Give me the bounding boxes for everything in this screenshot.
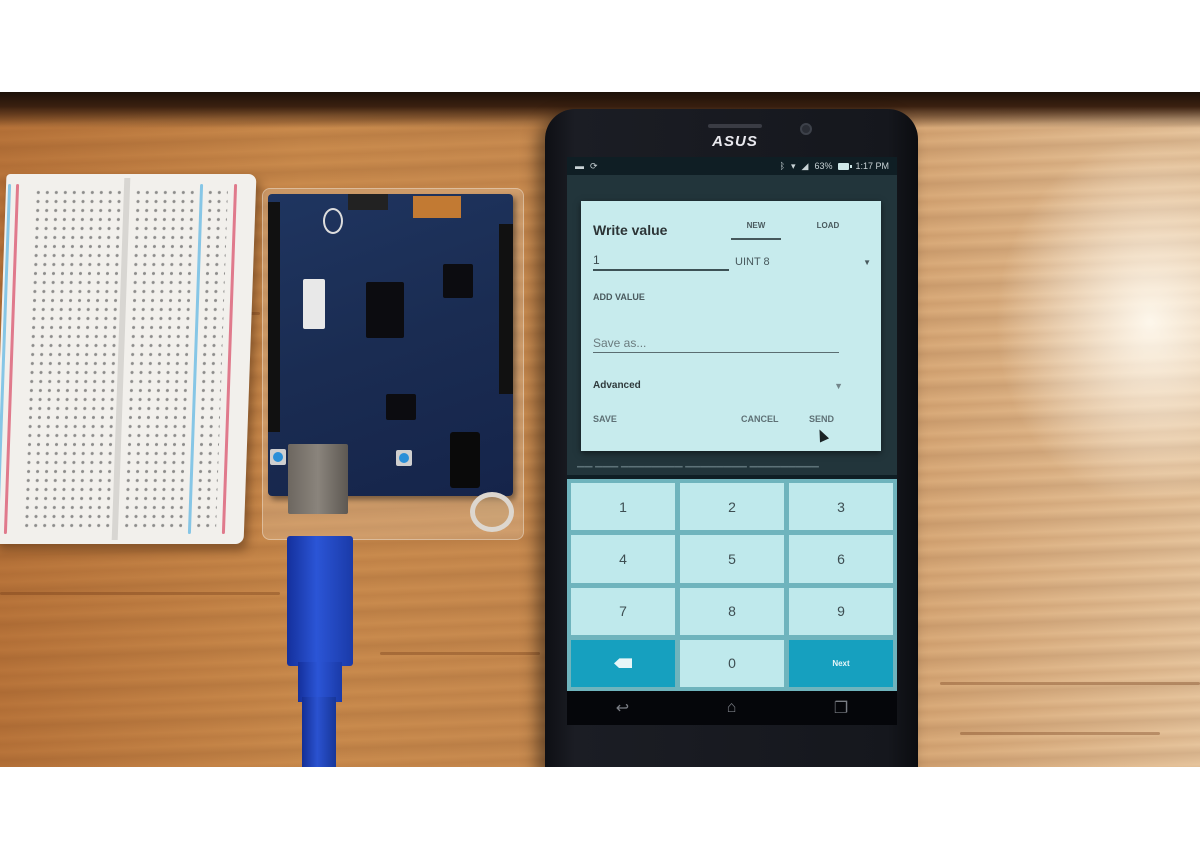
- recents-icon[interactable]: ❐: [833, 700, 849, 717]
- notification-icon: ▬: [575, 160, 584, 171]
- earpiece-speaker: [708, 124, 762, 128]
- mouse-pointer-icon: [814, 427, 830, 443]
- power-barrel-jack: [450, 432, 480, 488]
- add-value-button[interactable]: ADD VALUE: [593, 292, 645, 302]
- usb-b-port: [288, 444, 348, 514]
- wood-grain: [380, 652, 540, 655]
- advanced-toggle[interactable]: Advanced ▼: [593, 380, 843, 391]
- dialog-title: Write value: [593, 222, 668, 238]
- breadboard: [0, 174, 257, 544]
- next-key[interactable]: Next: [789, 639, 893, 687]
- usb-cable-strain-relief: [298, 662, 342, 702]
- back-icon[interactable]: ↩: [615, 700, 630, 717]
- key-2[interactable]: 2: [680, 483, 784, 531]
- pin-header-right: [499, 224, 513, 394]
- tab-load[interactable]: LOAD: [816, 221, 840, 230]
- icsp-header: [348, 194, 388, 210]
- battery-icon: [838, 162, 853, 170]
- home-icon[interactable]: ⌂: [726, 699, 737, 716]
- smartphone: ASUS ▬ ⟳ ᛒ ▾ ◢ 63% 1:17 PM ▁▁ ▁▁▁ ▁▁▁▁▁▁…: [545, 109, 918, 767]
- send-button[interactable]: SEND: [809, 414, 835, 424]
- save-as-input[interactable]: [593, 333, 839, 353]
- chevron-down-icon: ▼: [834, 380, 843, 391]
- format-select[interactable]: UINT 8 ▼: [735, 253, 871, 271]
- key-5[interactable]: 5: [680, 535, 784, 583]
- key-8[interactable]: 8: [680, 587, 784, 635]
- key-7[interactable]: 7: [571, 587, 675, 635]
- advanced-label: Advanced: [593, 380, 641, 391]
- sync-icon: ⟳: [590, 160, 598, 171]
- breadboard-holes-right: [122, 188, 194, 530]
- wifi-icon: ▾: [791, 160, 796, 171]
- navigation-bar: ↩ ⌂ ❐: [567, 691, 897, 725]
- wood-grain: [960, 732, 1160, 735]
- phone-brand-logo: ASUS: [712, 133, 758, 150]
- breadboard-holes-left: [22, 188, 122, 530]
- backspace-icon: [614, 658, 632, 669]
- wood-grain: [940, 682, 1200, 685]
- write-value-dialog: Write value NEW LOAD UINT 8 ▼ ADD VALUE …: [581, 201, 881, 451]
- front-camera: [800, 123, 812, 135]
- signal-icon: ◢: [801, 160, 809, 171]
- key-9[interactable]: 9: [789, 587, 893, 635]
- main-chip: [366, 282, 404, 338]
- format-select-value: UINT 8: [735, 256, 770, 268]
- key-3[interactable]: 3: [789, 483, 893, 531]
- intel-logo: [323, 208, 343, 234]
- ic-chip: [386, 394, 416, 420]
- phone-screen: ▬ ⟳ ᛒ ▾ ◢ 63% 1:17 PM ▁▁ ▁▁▁ ▁▁▁▁▁▁▁▁ ▁▁…: [567, 157, 897, 725]
- antenna-pad: [413, 196, 461, 218]
- board-button: [270, 449, 286, 465]
- battery-percent: 63%: [814, 161, 833, 171]
- bluetooth-icon: ᛒ: [779, 161, 785, 171]
- key-1[interactable]: 1: [571, 483, 675, 531]
- tab-new[interactable]: NEW: [731, 221, 781, 240]
- wood-grain: [0, 592, 280, 595]
- status-bar: ▬ ⟳ ᛒ ▾ ◢ 63% 1:17 PM: [567, 157, 897, 175]
- value-input[interactable]: [593, 251, 729, 271]
- numeric-keypad: 1 2 3 4 5 6 7 8 9 0 Next: [567, 479, 897, 691]
- reset-button: [396, 450, 412, 466]
- key-6[interactable]: 6: [789, 535, 893, 583]
- key-4[interactable]: 4: [571, 535, 675, 583]
- photo-scene: ASUS ▬ ⟳ ᛒ ▾ ◢ 63% 1:17 PM ▁▁ ▁▁▁ ▁▁▁▁▁▁…: [0, 92, 1200, 767]
- label-101: [303, 279, 325, 329]
- metal-ring: [470, 492, 514, 532]
- save-button[interactable]: SAVE: [593, 414, 617, 424]
- clock: 1:17 PM: [855, 161, 889, 171]
- usb-cable-connector: [287, 536, 353, 666]
- ic-chip: [443, 264, 473, 298]
- pin-header-left: [268, 202, 280, 432]
- dimmed-background-text: ▁▁ ▁▁▁ ▁▁▁▁▁▁▁▁ ▁▁▁▁▁▁▁▁ ▁▁▁▁▁▁▁▁▁: [577, 457, 819, 468]
- key-0[interactable]: 0: [680, 639, 784, 687]
- cancel-button[interactable]: CANCEL: [741, 414, 779, 424]
- dropdown-arrow-icon: ▼: [863, 257, 871, 267]
- usb-cable: [302, 697, 336, 767]
- backspace-key[interactable]: [571, 639, 675, 687]
